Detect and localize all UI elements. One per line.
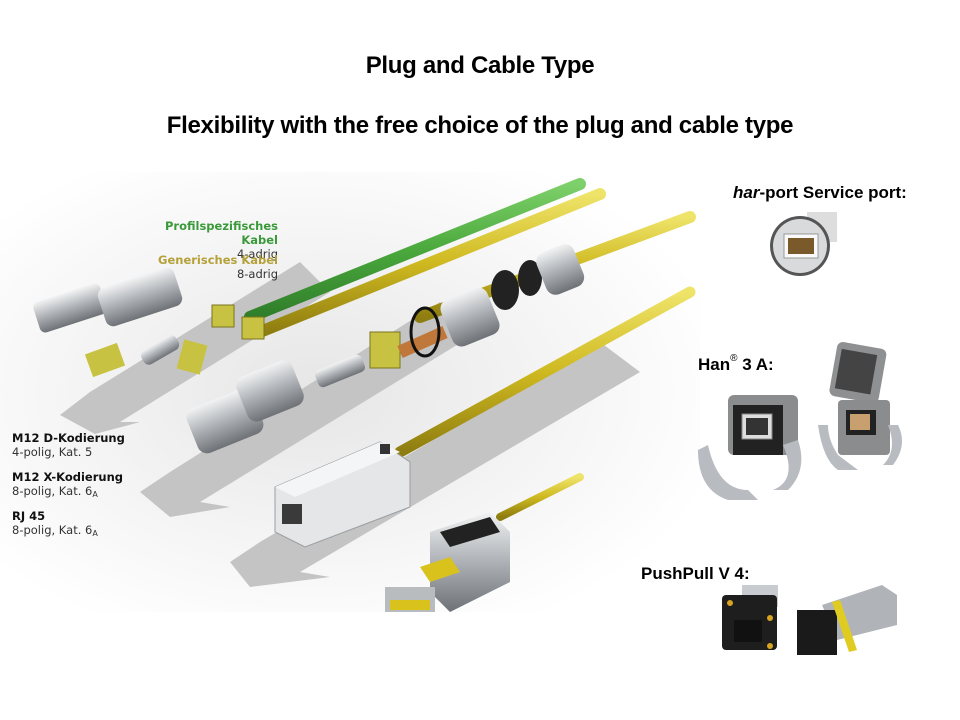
product-heading-han-3a: Han® 3 A: — [698, 353, 774, 375]
har-port-label: -port Service port: — [759, 183, 907, 202]
connector-label-detail: 8-polig, Kat. 6 — [12, 523, 93, 537]
cable-label-name: Generisches Kabel — [158, 253, 278, 267]
m12-d-connector — [33, 267, 265, 378]
har-italic: har — [733, 183, 760, 202]
cable-label-detail: 8-adrig — [236, 267, 278, 281]
connector-label-detail: 4-polig, Kat. 5 — [12, 445, 93, 459]
connector-label-detail: 8-polig, Kat. 6 — [12, 484, 93, 498]
registered-mark: ® — [730, 353, 738, 364]
han-3a-open — [698, 395, 802, 500]
pushpull-socket — [722, 585, 778, 650]
subscript: A — [92, 490, 98, 499]
slide-title: Plug and Cable Type — [365, 52, 595, 79]
connector-label-m12-x: M12 X-Kodierung 8-polig, Kat. 6A — [12, 470, 123, 502]
m12-x-connector — [186, 244, 585, 454]
rj45-housing — [274, 441, 411, 548]
han-3a-image — [698, 342, 902, 500]
green-cable — [244, 178, 586, 323]
connector-label-name: M12 D-Kodierung — [12, 431, 125, 445]
product-heading-pushpull: PushPull V 4: — [641, 564, 750, 583]
cable-label-profile: Profilspezifisches Kabel 4-adrig — [128, 219, 278, 261]
han-3a-closed — [818, 342, 902, 470]
han-suffix: 3 A: — [737, 355, 774, 374]
pushpull-v4-image — [722, 585, 897, 655]
connector-label-m12-d: M12 D-Kodierung 4-polig, Kat. 5 — [12, 431, 125, 459]
connector-label-name: M12 X-Kodierung — [12, 470, 124, 484]
yellow-cable-1 — [254, 188, 606, 338]
subscript: A — [92, 529, 98, 538]
product-heading-har-port: har-port Service port: — [733, 183, 907, 203]
cable-label-name: Profilspezifisches Kabel — [165, 219, 278, 247]
yellow-cable-3 — [394, 286, 696, 458]
connector-label-name: RJ 45 — [12, 509, 46, 523]
connector-label-rj45: RJ 45 8-polig, Kat. 6A — [12, 509, 98, 541]
pushpull-plug — [797, 585, 897, 655]
rj45-plug — [385, 473, 584, 612]
slide-subtitle: Flexibility with the free choice of the … — [166, 112, 794, 139]
han-label: Han — [698, 355, 731, 374]
har-port-image — [770, 212, 837, 276]
cable-connector-illustration — [0, 172, 700, 612]
cable-label-generic: Generisches Kabel 8-adrig — [128, 253, 278, 281]
cable-label-detail: 4-adrig — [236, 247, 278, 261]
